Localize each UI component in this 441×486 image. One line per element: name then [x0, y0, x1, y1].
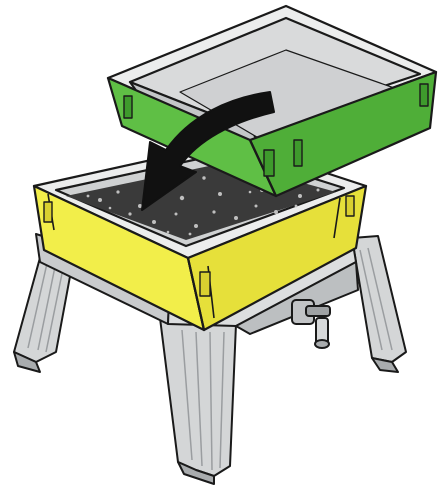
stand-leg-back-right — [352, 236, 406, 372]
stand-leg-front — [160, 318, 236, 484]
drain-tap-icon — [292, 300, 330, 348]
